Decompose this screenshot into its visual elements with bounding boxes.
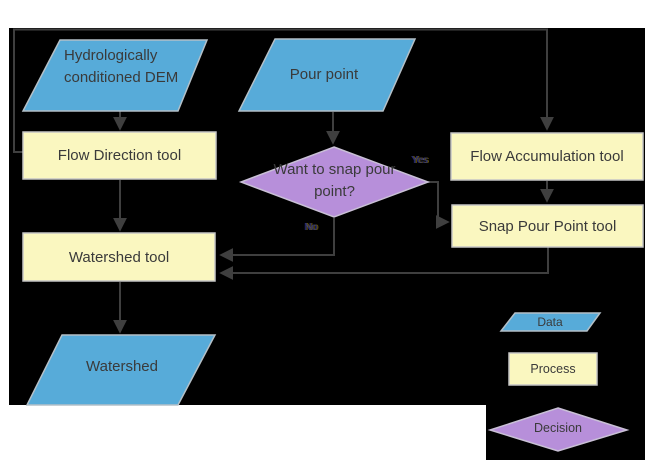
flow-direction-box bbox=[22, 131, 217, 180]
legend-data-parallelogram bbox=[499, 312, 602, 332]
legend-decision-diamond bbox=[487, 407, 630, 452]
flow-accumulation-label: Flow Accumulation tool bbox=[470, 148, 624, 165]
dem-label: Hydrologically conditioned DEM bbox=[64, 47, 179, 86]
legend-data-label: Data bbox=[537, 315, 563, 329]
legend-process-box bbox=[508, 352, 598, 386]
pour-point-parallelogram bbox=[237, 38, 417, 112]
decision-label: Want to snap pour point? bbox=[273, 161, 396, 200]
decision-diamond bbox=[238, 146, 431, 218]
legend-process-label: Process bbox=[530, 362, 576, 376]
edge-decision-no-to-watershed-tool bbox=[219, 218, 335, 262]
no-branch-label: No bbox=[305, 222, 318, 233]
edge-snap-pour-point-to-watershed-tool bbox=[219, 247, 549, 280]
flow-accumulation-box bbox=[450, 132, 644, 181]
legend-decision-label: Decision bbox=[534, 421, 582, 435]
yes-branch-label: Yes bbox=[412, 155, 429, 166]
watershed-label: Watershed bbox=[86, 358, 158, 375]
watershed-tool-label: Watershed tool bbox=[68, 248, 170, 266]
edge-decision-yes-to-snap-pour-point bbox=[428, 181, 450, 229]
snap-pour-point-label: Snap Pour Point tool bbox=[478, 217, 617, 235]
pour-point-label: Pour point bbox=[289, 66, 359, 83]
watershed-parallelogram bbox=[25, 334, 217, 406]
snap-pour-point-box bbox=[451, 204, 644, 248]
watershed-tool-box bbox=[22, 232, 216, 282]
dem-parallelogram bbox=[21, 39, 209, 112]
flow-direction-label: Flow Direction tool bbox=[57, 147, 182, 164]
edge-flow-direction-to-flow-accumulation bbox=[13, 28, 554, 153]
